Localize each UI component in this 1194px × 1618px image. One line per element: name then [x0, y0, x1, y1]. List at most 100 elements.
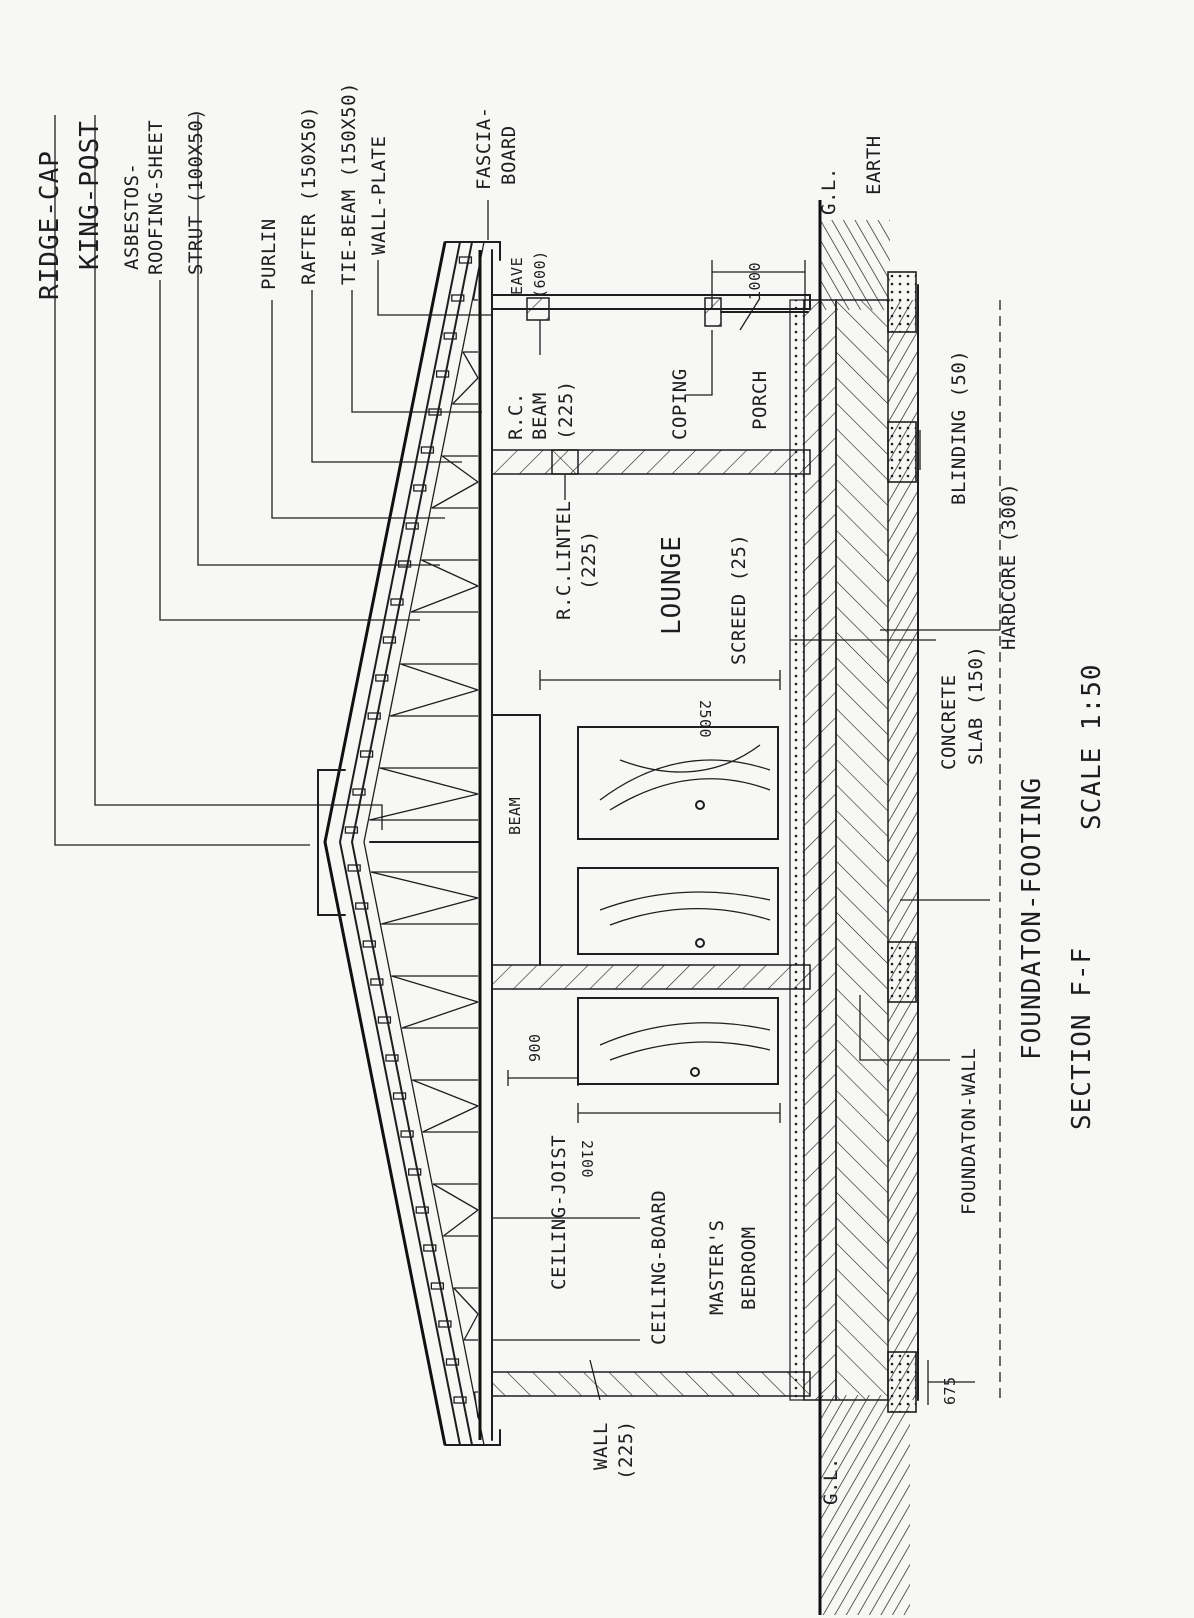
strut-member	[369, 793, 479, 821]
purlin-member	[451, 294, 465, 302]
strut-member	[452, 377, 479, 405]
strut-member	[462, 351, 479, 379]
purlin-member	[438, 1320, 452, 1328]
wall-plate-label: WALL-PLATE	[368, 136, 390, 255]
screed	[789, 299, 805, 1401]
dim-900: 900	[526, 1033, 544, 1062]
strut-member	[432, 1183, 479, 1211]
tie-beam-label: TIE-BEAM (150X50)	[338, 82, 360, 285]
asbestos-label-1: ASBESTOS-	[121, 163, 143, 270]
beam-label: BEAM	[506, 797, 524, 835]
strut-label: STRUT (100X50)	[185, 108, 207, 275]
purlin-member	[359, 750, 374, 758]
rc-beam-label-1: R.C.	[505, 392, 527, 440]
purlin-member	[355, 902, 369, 910]
purlin-member	[430, 1282, 445, 1290]
strut-member	[441, 455, 479, 483]
hardcore	[835, 299, 889, 1401]
strut-member	[412, 1079, 479, 1107]
lounge-label: LOUNGE	[657, 535, 687, 635]
floor-and-ground	[789, 200, 1001, 1615]
gl-label-bottom: G.L.	[820, 1457, 842, 1505]
strut-member	[463, 1313, 479, 1341]
purlin-member	[458, 256, 473, 264]
strut-member	[443, 1209, 479, 1237]
section-title: SECTION F-F	[1067, 947, 1097, 1130]
purlin-member	[390, 598, 404, 606]
purlin-member	[408, 1168, 422, 1176]
masters-label-2: BEDROOM	[738, 1226, 760, 1310]
gl-label-top: G.L.	[818, 167, 840, 215]
rc-lintel-label-1: R.C.LINTEL	[553, 501, 575, 620]
door-1	[577, 726, 779, 840]
purlin-member	[352, 788, 366, 796]
purlin-member	[375, 674, 389, 682]
purlin-member	[400, 1130, 414, 1138]
dim-2100: 2100	[578, 1140, 596, 1178]
strut-member	[400, 663, 479, 691]
screed-label: SCREED (25)	[728, 534, 750, 665]
rc-beam-label-3: (225)	[555, 380, 577, 440]
purlin-member	[405, 522, 419, 530]
leaders	[54, 115, 1000, 1401]
eave-dim: (600)	[531, 250, 549, 298]
rc-lintel	[551, 449, 579, 475]
door-2	[577, 867, 779, 955]
purlin-member	[367, 712, 381, 720]
blinding-label: BLINDING (50)	[948, 350, 970, 505]
purlin-member	[435, 370, 450, 378]
purlin-member	[453, 1396, 467, 1404]
footing-block	[887, 1351, 917, 1413]
purlin-member	[385, 1054, 399, 1062]
dimensions	[492, 260, 975, 1405]
roof	[317, 241, 501, 1446]
purlin-member	[413, 484, 427, 492]
concrete-label-1: CONCRETE	[938, 674, 960, 770]
rafter-label: RAFTER (150X50)	[298, 106, 320, 285]
strut-member	[421, 559, 479, 587]
strut-member	[401, 1001, 479, 1029]
purlin-member	[423, 1244, 437, 1252]
purlin-member	[415, 1206, 429, 1214]
earth-label: EARTH	[863, 135, 885, 195]
strut-member	[391, 975, 479, 1003]
strut-member	[410, 585, 479, 613]
masters-label-1: MASTER'S	[706, 1219, 728, 1315]
rc-beam-porch	[526, 297, 550, 321]
purlin-member	[445, 1358, 460, 1366]
purlin-member	[370, 978, 384, 986]
foundation-wall-label: FOUNDATON-WALL	[958, 1048, 980, 1215]
strut-member	[453, 1287, 479, 1315]
concrete-label-2: SLAB (150)	[965, 646, 987, 765]
strut-member	[472, 273, 479, 301]
ridge-cap-label: RIDGE-CAP	[35, 150, 65, 300]
purlin-member	[443, 332, 457, 340]
footing-block	[887, 271, 917, 333]
wall-label-1: WALL	[590, 1422, 612, 1470]
wall-label-2: (225)	[615, 1420, 637, 1480]
dim-1000: 1000	[746, 262, 764, 300]
asbestos-label-2: ROOFING-SHEET	[145, 120, 167, 275]
strut-member	[422, 1105, 479, 1133]
labels: RIDGE-CAP KING-POST ASBESTOS- ROOFING-SH…	[35, 82, 1107, 1505]
purlin-member	[347, 864, 361, 872]
strut-member	[473, 1391, 479, 1419]
purlin-member	[392, 1092, 407, 1100]
foundation-footings	[887, 271, 917, 1413]
porch-label: PORCH	[749, 370, 771, 430]
purlin-member	[362, 940, 376, 948]
fascia-label-1: FASCIA-	[473, 106, 495, 190]
strut-member	[431, 481, 479, 509]
dim-675: 675	[941, 1376, 959, 1405]
foundation-footing-label: FOUNDATON-FOOTING	[1017, 777, 1047, 1060]
earth-fill	[888, 300, 918, 1400]
purlin-member	[382, 636, 397, 644]
purlins	[344, 256, 473, 1404]
purlin-member	[420, 446, 435, 454]
strut-member	[381, 897, 479, 925]
purlin-member	[397, 560, 412, 568]
truss-struts	[369, 273, 479, 1419]
footing-block	[887, 941, 917, 1003]
